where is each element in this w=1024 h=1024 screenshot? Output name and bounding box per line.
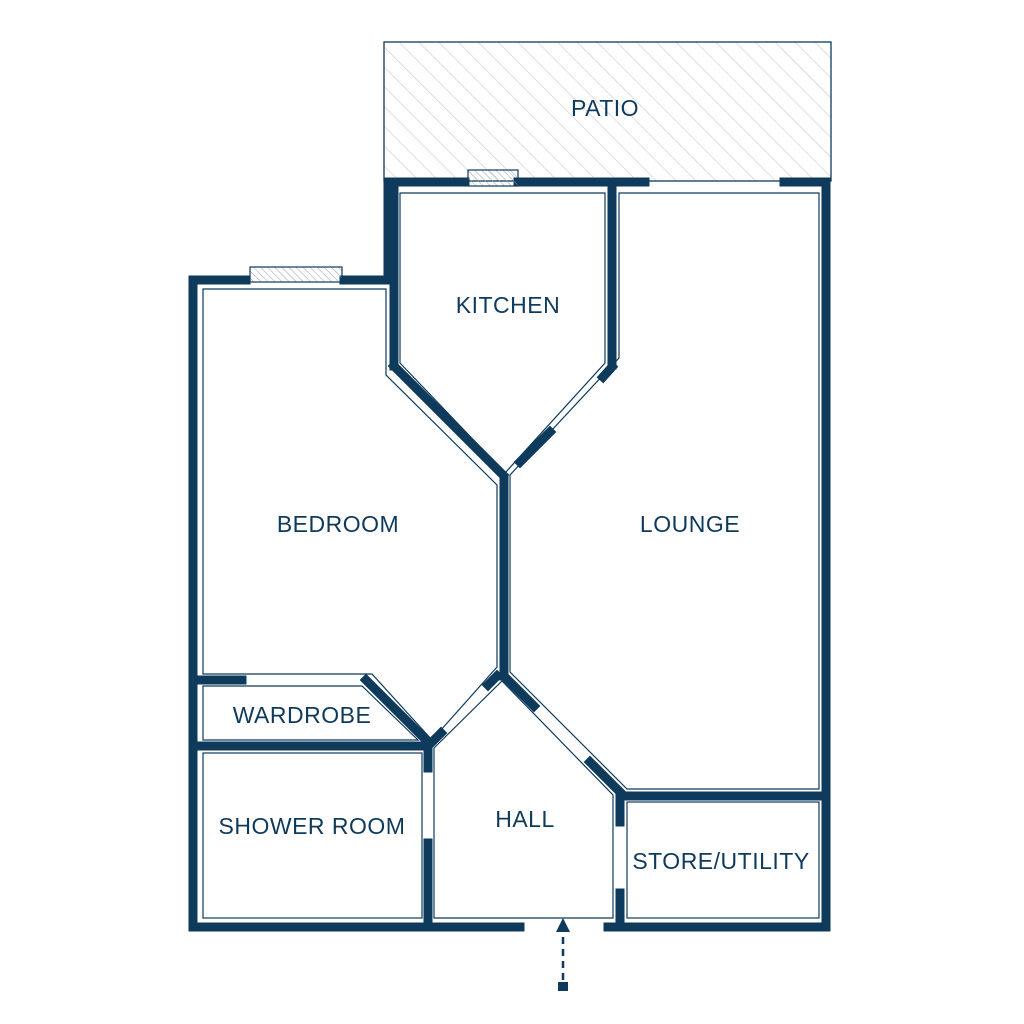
kitchen-window: [467, 169, 519, 187]
lounge-label: LOUNGE: [640, 511, 740, 537]
hall-label: HALL: [495, 806, 555, 832]
patio-label: PATIO: [571, 95, 639, 121]
kitchen-label: KITCHEN: [456, 292, 560, 318]
wardrobe-label: WARDROBE: [233, 702, 372, 728]
walls: [188, 177, 831, 932]
windows: [249, 169, 519, 283]
shower-room-label: SHOWER ROOM: [219, 813, 406, 839]
store-utility-label: STORE/UTILITY: [632, 848, 809, 874]
bedroom-label: BEDROOM: [277, 511, 399, 537]
bedroom-window: [249, 266, 343, 283]
dashed-arrow-up-icon: [556, 918, 570, 991]
patio: [383, 41, 832, 182]
